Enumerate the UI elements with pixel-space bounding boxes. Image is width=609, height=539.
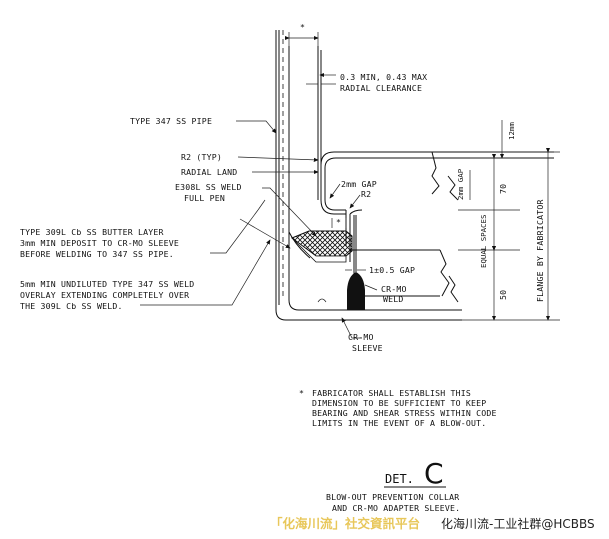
footnote-line1: FABRICATOR SHALL ESTABLISH THIS — [312, 388, 471, 398]
footnote-marker: * — [299, 388, 304, 398]
star-marker-top: * — [300, 22, 305, 32]
overlay-callout: 5mm MIN UNDILUTED TYPE 347 SS WELD OVERL… — [20, 239, 271, 311]
dim-50: 50 — [498, 290, 508, 300]
butter-label-line2: 3mm MIN DEPOSIT TO CR-MO SLEEVE — [20, 238, 179, 248]
radial-clearance-line2: RADIAL CLEARANCE — [340, 83, 422, 93]
dim-12mm: 12mm — [507, 122, 516, 140]
watermark: 「化海川流」社交資訊平台 化海川流-工业社群@HCBBS — [270, 516, 595, 531]
detail-prefix: DET. — [385, 472, 414, 486]
detail-title: DET. C BLOW-OUT PREVENTION COLLAR AND CR… — [326, 457, 460, 513]
overlay-label-line3: THE 309L Cb SS WELD. — [20, 301, 123, 311]
butter-layer — [288, 230, 353, 263]
overlay-label-line2: OVERLAY EXTENDING COMPLETELY OVER — [20, 290, 189, 300]
gap-1-callout: 1±0.5 GAP — [345, 265, 415, 275]
weld-label-line2: FULL PEN — [184, 193, 225, 203]
r2-typ-callout: R2 (TYP) — [181, 152, 319, 162]
crmo-weld: CR-MO WELD — [317, 215, 407, 310]
star-marker-mid: * — [336, 217, 341, 227]
crmo-weld-line2: WELD — [383, 294, 404, 304]
weld-label-line1: E308L SS WELD — [175, 182, 242, 192]
pipe-callout: TYPE 347 SS PIPE — [130, 116, 277, 134]
radial-clearance-line1: 0.3 MIN, 0.43 MAX — [340, 72, 427, 82]
crmo-sleeve-line2: SLEEVE — [352, 343, 383, 353]
collar — [320, 151, 554, 246]
butter-layer-callout: TYPE 309L Cb SS BUTTER LAYER 3mm MIN DEP… — [20, 199, 291, 259]
detail-caption-line2: AND CR-MO ADAPTER SLEEVE. — [332, 503, 460, 513]
footnote-line2: DIMENSION TO BE SUFFICIENT TO KEEP — [312, 398, 486, 408]
butter-label-line1: TYPE 309L Cb SS BUTTER LAYER — [20, 227, 164, 237]
dim-2mm-gap: 2mm GAP — [456, 168, 465, 200]
detail-caption-line1: BLOW-OUT PREVENTION COLLAR — [326, 492, 459, 502]
crmo-weld-line1: CR-MO — [381, 284, 407, 294]
radial-clearance-callout: 0.3 MIN, 0.43 MAX RADIAL CLEARANCE — [306, 72, 427, 93]
r2-label: R2 — [361, 189, 371, 199]
overlay-label-line1: 5mm MIN UNDILUTED TYPE 347 SS WELD — [20, 279, 194, 289]
butter-label-line3: BEFORE WELDING TO 347 SS PIPE. — [20, 249, 174, 259]
footnote-line3: BEARING AND SHEAR STRESS WITHIN CODE — [312, 408, 497, 418]
star-mid-dimension: * — [331, 217, 347, 228]
gap-r2-callout: 2mm GAP R2 — [329, 179, 377, 209]
footnote-line4: LIMITS IN THE EVENT OF A BLOW-OUT. — [312, 418, 486, 428]
gap-2mm-label: 2mm GAP — [341, 179, 377, 189]
gap-1-label: 1±0.5 GAP — [369, 265, 415, 275]
detail-letter: C — [424, 457, 444, 490]
footnote: * FABRICATOR SHALL ESTABLISH THIS DIMENS… — [299, 388, 497, 428]
pipe-label: TYPE 347 SS PIPE — [130, 116, 212, 126]
ss-pipe-walls — [275, 30, 462, 321]
dim-70: 70 — [498, 184, 508, 194]
radial-land-callout: RADIAL LAND — [181, 167, 319, 177]
radial-land-label: RADIAL LAND — [181, 167, 237, 177]
watermark-right: 化海川流-工业社群@HCBBS — [441, 516, 595, 531]
crmo-sleeve-callout: CR-MO SLEEVE — [341, 317, 383, 353]
crmo-sleeve-line1: CR-MO — [348, 332, 374, 342]
e308l-weld-callout: E308L SS WELD FULL PEN — [175, 182, 317, 237]
watermark-left: 「化海川流」社交資訊平台 — [270, 516, 420, 531]
dim-equal-spaces: EQUAL SPACES — [479, 215, 488, 268]
right-dimensions: 12mm 2mm GAP 70 EQUAL SPACES 50 FLANGE B… — [456, 120, 560, 321]
dim-flange: FLANGE BY FABRICATOR — [535, 199, 545, 302]
top-width-dimension: * — [284, 22, 319, 46]
r2-typ-label: R2 (TYP) — [181, 152, 222, 162]
